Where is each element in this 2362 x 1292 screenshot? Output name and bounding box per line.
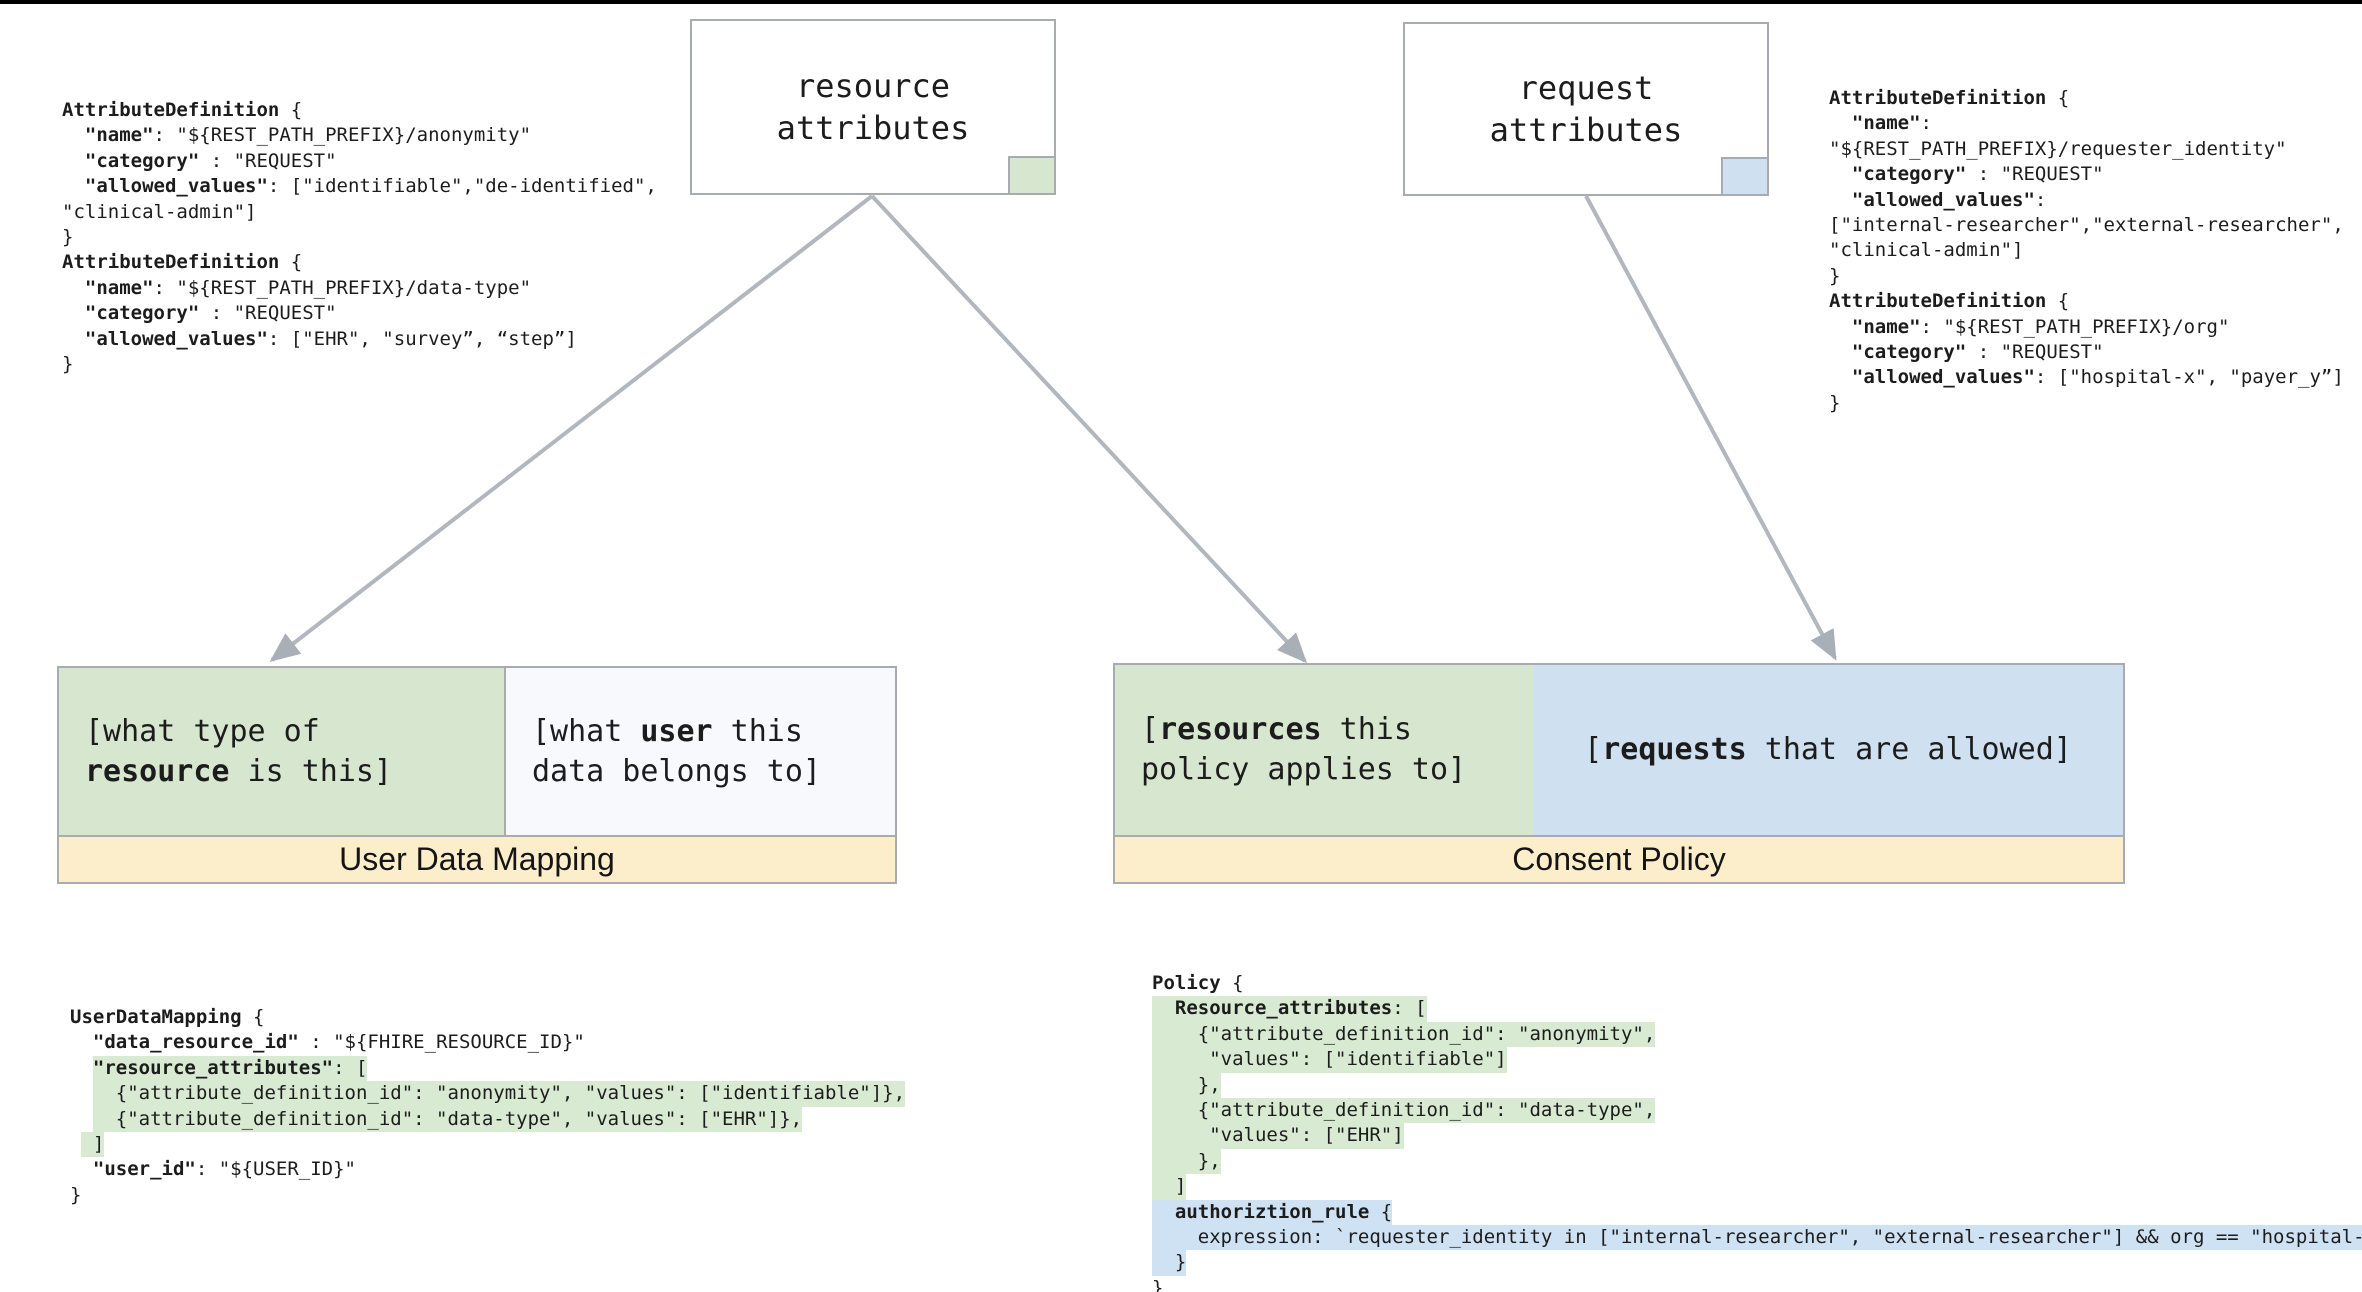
arrow-resource-to-policy: [870, 194, 1308, 664]
cell-policy-requests: [requests that are allowed]: [1533, 665, 2123, 835]
consent-policy-label-band: Consent Policy: [1115, 835, 2123, 882]
arrow-request-to-policy: [1584, 195, 1837, 661]
blue-swatch-icon: [1721, 157, 1769, 196]
code-block-user-data-mapping: UserDataMapping { "data_resource_id" : "…: [70, 1006, 906, 1206]
code-block-attr-def-request: AttributeDefinition { "name":"${REST_PAT…: [1829, 87, 2344, 414]
code-block-policy: Policy { Resource_attributes: [ {"attrib…: [1152, 971, 2362, 1292]
green-swatch-icon: [1008, 156, 1056, 195]
consent-policy-label: Consent Policy: [1512, 841, 1726, 877]
request-attributes-node: request attributes: [1403, 22, 1769, 196]
request-attributes-title: request attributes: [1489, 69, 1683, 149]
resource-attributes-title: resource attributes: [776, 67, 970, 147]
top-border-bar: [0, 0, 2362, 4]
resource-attributes-node: resource attributes: [690, 19, 1056, 195]
arrow-resource-to-mapping: [269, 194, 874, 662]
user-data-mapping-label-band: User Data Mapping: [59, 835, 895, 882]
user-data-mapping-label: User Data Mapping: [339, 841, 615, 877]
code-block-attr-def-resource: AttributeDefinition { "name": "${REST_PA…: [62, 99, 657, 375]
